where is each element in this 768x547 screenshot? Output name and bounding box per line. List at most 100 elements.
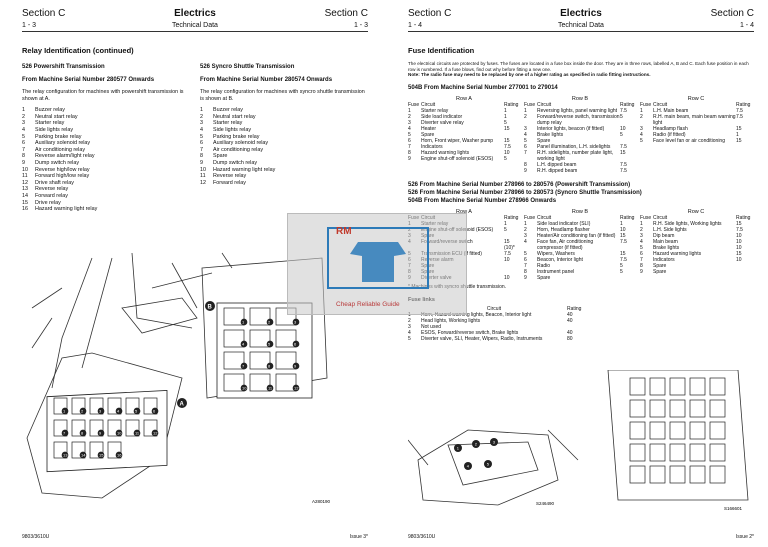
- fuse-rating: 15: [620, 232, 626, 239]
- fuse-number: 8: [640, 262, 643, 269]
- fuse-number: 8: [408, 149, 411, 156]
- fuse-number: 9: [524, 167, 527, 174]
- intro-text: The relay configuration for machines wit…: [200, 89, 365, 102]
- relay-number: 12: [294, 386, 299, 391]
- item-label: Forward relay: [213, 179, 246, 186]
- item-label: Auxiliary solenoid relay: [213, 140, 269, 147]
- fuse-rating: 7.5: [620, 143, 627, 150]
- header-circuit: Circuit: [653, 214, 668, 221]
- circuit-name: Wipers, Washers: [537, 250, 575, 257]
- circuit-name: Panel illumination, L.H. sidelights: [537, 143, 611, 150]
- item-number: 5: [200, 133, 203, 140]
- header-fuse: Fuse: [640, 101, 652, 108]
- table-row: 4 Radio (if fitted) 1: [640, 132, 752, 138]
- circuit-name: Brake lights: [537, 131, 564, 138]
- circuit-name: Horn, Headlamp flasher: [537, 226, 590, 233]
- relay-number: 15: [99, 453, 104, 458]
- fuse-number: 6: [640, 250, 643, 257]
- fuse-rating: 1: [736, 131, 739, 138]
- item-label: Hazard warning light relay: [213, 166, 276, 173]
- relay-number: 2: [81, 409, 84, 414]
- intro-text: The electrical circuits are protected by…: [408, 61, 749, 72]
- circuit-name: Side load indicator (SLI): [537, 220, 591, 227]
- item-number: 3: [200, 120, 203, 127]
- fuse-number: 6: [524, 256, 527, 263]
- fuse-rating: 5: [620, 268, 623, 275]
- item-label: Parking brake relay: [35, 133, 82, 140]
- section-label: Section C: [22, 8, 66, 19]
- circuit-name: R.H. sidelights, number plate light, wor…: [537, 149, 614, 162]
- circuit-name: Radio (if fitted): [653, 131, 686, 138]
- fuse-number: 8: [524, 268, 527, 275]
- circuit-name: Starter relay: [421, 107, 449, 114]
- item-number: 6: [22, 140, 25, 147]
- relay-number-marker: [115, 407, 123, 415]
- circuit-name: Side load indicator: [421, 113, 463, 120]
- item-label: Reverse relay: [35, 186, 69, 193]
- relay-number: 16: [117, 453, 122, 458]
- relay-number: 11: [268, 386, 273, 391]
- item-label: Forward high/low relay: [35, 173, 90, 180]
- fuse-number: 3: [524, 125, 527, 132]
- relay: [249, 351, 271, 370]
- fuse-slot: [669, 377, 686, 396]
- fuse-number: 4: [524, 131, 527, 138]
- page-footer: 9803/3610U Issue 2*: [408, 534, 754, 540]
- fuse-slot: [669, 443, 686, 462]
- row-heading: Row B: [571, 95, 589, 102]
- fuse-rating: 5: [504, 119, 507, 126]
- fuse-number: 6: [408, 137, 411, 144]
- relay-number: 10: [117, 431, 122, 436]
- circuit-name: ESOS, Forward/reverse switch, Brake ligh…: [421, 329, 519, 336]
- relay: [249, 307, 271, 326]
- fuse-link-marker: [490, 438, 498, 446]
- column-heading: 526 Syncro Shuttle Transmission: [200, 64, 295, 70]
- fuse-rating: 7.5: [620, 167, 627, 174]
- fuse-number: 2: [408, 113, 411, 120]
- relay-number-marker: [61, 407, 69, 415]
- header-circuit: Circuit: [537, 214, 552, 221]
- fuse-number: 7: [524, 149, 527, 156]
- item-number: 4: [22, 126, 25, 133]
- relay-number: 12: [153, 431, 158, 436]
- item-number: 3: [22, 120, 25, 127]
- fuse-number: 4: [640, 131, 643, 138]
- relay-number: 5: [268, 342, 271, 347]
- header-fuse: Fuse: [524, 101, 536, 108]
- relay-number: 11: [135, 431, 140, 436]
- relay: [275, 329, 297, 348]
- fuse-rating: 40: [567, 311, 573, 318]
- relay-number-marker: [151, 429, 159, 437]
- page-header: Section C Electrics Section C: [22, 8, 368, 20]
- circuit-name: Horn, Front wiper, Washer pump: [421, 137, 494, 144]
- relay-number: 8: [268, 364, 271, 369]
- fuse-rating: 5: [504, 155, 507, 162]
- circuit-name: Heater/Air conditioning fan (if fitted): [537, 232, 616, 239]
- watermark-text: Cheap Reliable Guide: [336, 301, 400, 308]
- fuse-rating: 7.5: [620, 107, 627, 114]
- fuse-rating: 10: [620, 125, 626, 132]
- item-label: Neutral start relay: [213, 113, 256, 120]
